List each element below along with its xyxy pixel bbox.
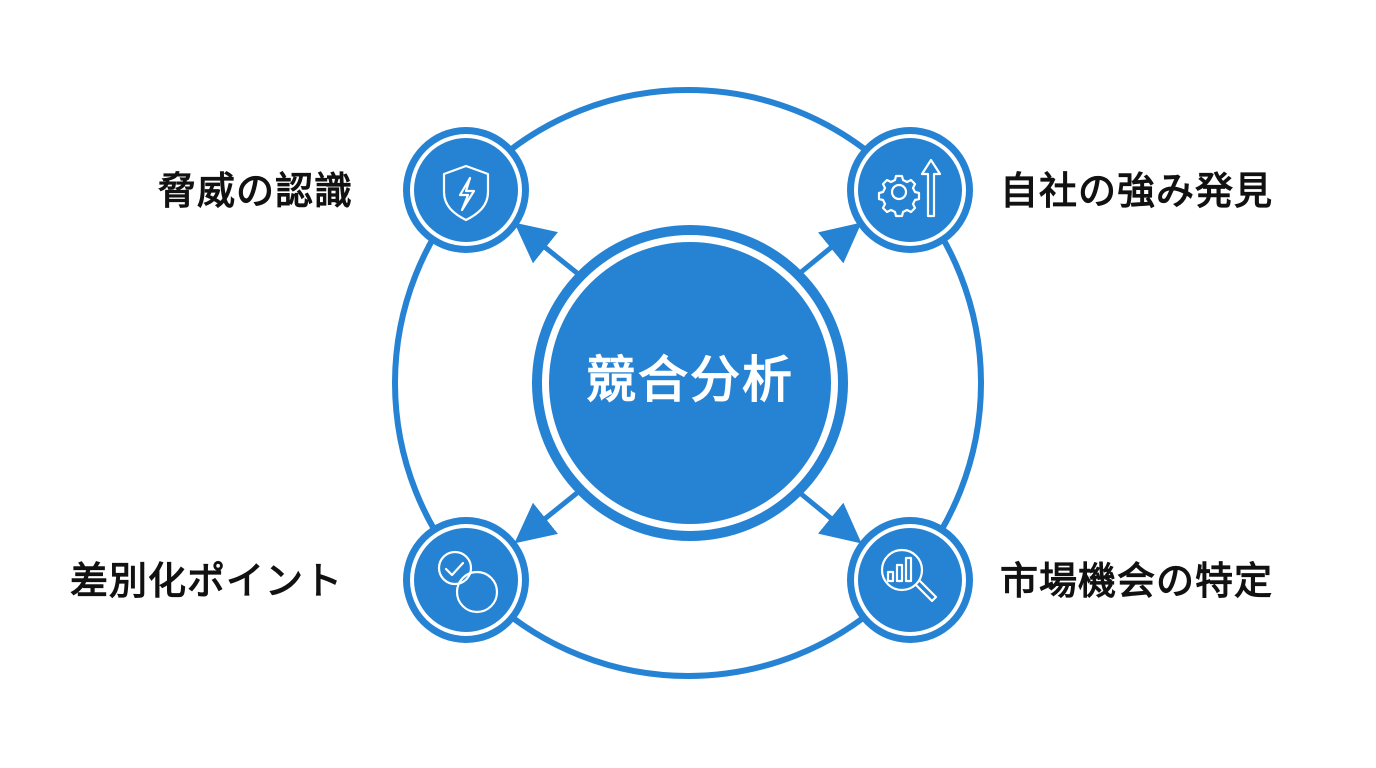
overlapping-circles-check-icon <box>437 550 499 614</box>
gear-arrow-up-icon <box>877 158 942 218</box>
node-bottom-left[interactable] <box>403 517 529 643</box>
arrow-bottom-right <box>798 491 862 544</box>
center-hub[interactable] <box>532 225 848 541</box>
node-bottom-right[interactable] <box>847 517 973 643</box>
label-strength-discovery: 自社の強み発見 <box>1000 169 1274 213</box>
orbit-ring <box>392 87 984 679</box>
arrow-top-left <box>514 222 579 275</box>
label-threat-recognition: 脅威の認識 <box>158 169 354 213</box>
label-market-opportunity: 市場機会の特定 <box>1000 559 1274 603</box>
shield-lightning-icon <box>442 164 490 222</box>
node-top-left[interactable] <box>403 127 529 253</box>
center-title: 競合分析 <box>586 351 794 409</box>
connector-arrows <box>514 222 862 544</box>
label-differentiation-points: 差別化ポイント <box>70 559 344 603</box>
arrow-top-right <box>798 222 862 275</box>
node-top-right[interactable] <box>847 127 973 253</box>
magnifier-bar-chart-icon <box>880 548 938 603</box>
arrow-bottom-left <box>514 491 579 544</box>
